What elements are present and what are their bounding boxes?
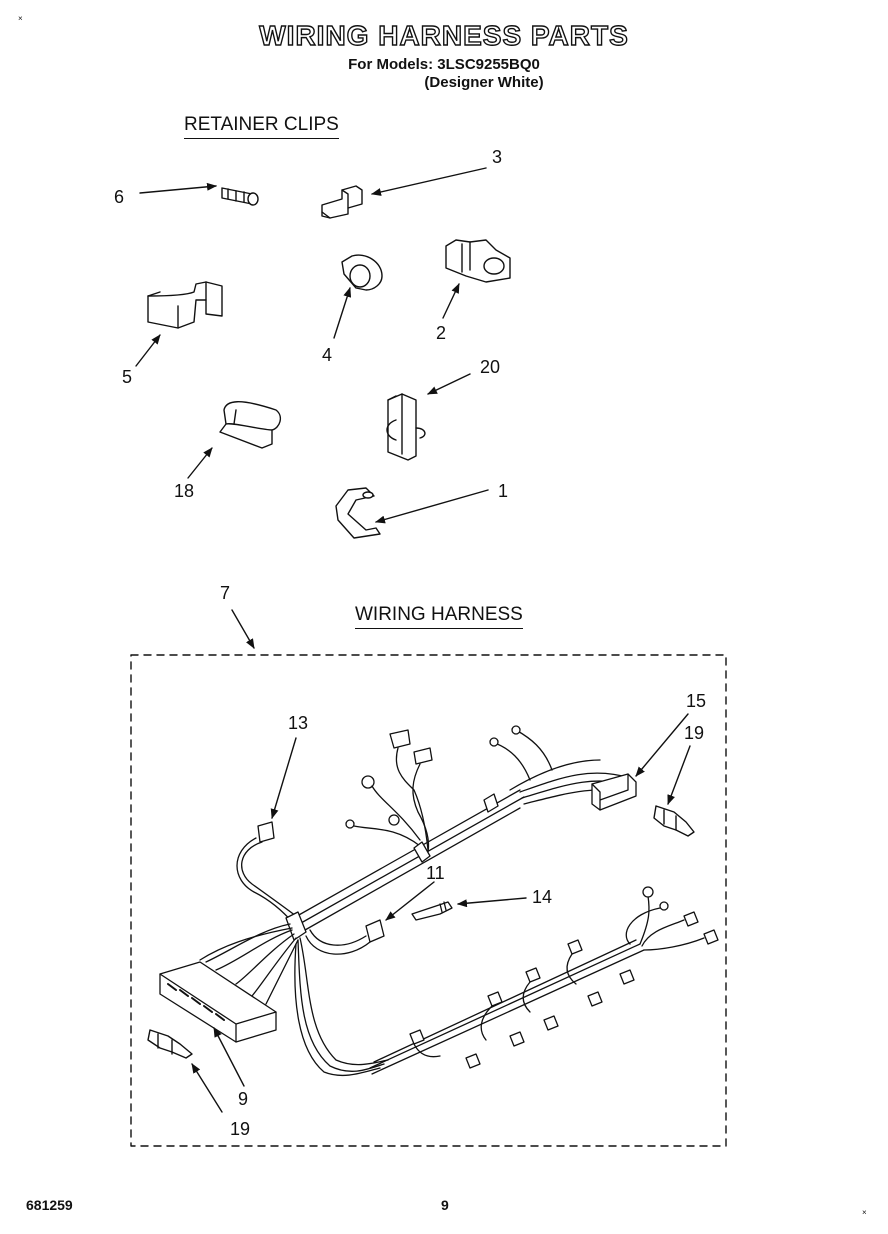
harness-box — [130, 654, 727, 1147]
page-title: WIRING HARNESS PARTS — [259, 19, 629, 51]
callout-18: 18 — [174, 481, 195, 501]
callout-3: 3 — [492, 147, 503, 167]
leader-19-lower — [191, 1063, 223, 1113]
leader-1 — [375, 489, 489, 524]
leader-14 — [457, 897, 527, 908]
color-line: (Designer White) — [424, 74, 544, 91]
part-19-terminal-lower — [147, 1029, 193, 1059]
corner-mark-top-left: × — [18, 14, 23, 23]
callout-4: 4 — [322, 345, 333, 365]
part-1-spring-clip — [335, 487, 381, 539]
page-number: 9 — [441, 1197, 449, 1213]
leader-15 — [635, 713, 689, 777]
leader-20 — [427, 373, 471, 395]
leader-18 — [187, 447, 213, 479]
leader-2 — [442, 283, 460, 319]
callout-19-upper: 19 — [684, 723, 705, 743]
callout-14: 14 — [532, 887, 553, 907]
callout-20: 20 — [480, 357, 501, 377]
part-6-push-pin — [221, 187, 259, 206]
callout-13: 13 — [288, 713, 309, 733]
callout-1: 1 — [498, 481, 509, 501]
section-title-retainer-clips: RETAINER CLIPS — [184, 114, 339, 139]
document-number: 681259 — [26, 1197, 73, 1213]
part-20-bracket-clip — [386, 393, 426, 461]
callout-15: 15 — [686, 691, 707, 711]
corner-mark-bottom-right: × — [862, 1208, 867, 1217]
leader-13 — [270, 737, 297, 819]
models-line: For Models: 3LSC9255BQ0 — [348, 56, 540, 73]
leader-6 — [139, 182, 217, 194]
leader-4 — [333, 287, 352, 339]
leader-9 — [213, 1027, 245, 1087]
callout-7: 7 — [220, 583, 231, 603]
callout-19-lower: 19 — [230, 1119, 251, 1139]
leader-7 — [231, 609, 255, 649]
leader-11 — [385, 881, 435, 921]
part-18-tube-clip — [219, 401, 282, 449]
callout-11: 11 — [426, 863, 445, 883]
callout-5: 5 — [122, 367, 133, 387]
callout-9: 9 — [238, 1089, 249, 1109]
part-7-wiring-harness — [159, 725, 719, 1076]
leader-19-upper — [667, 745, 691, 805]
section-title-wiring-harness: WIRING HARNESS — [355, 604, 523, 629]
callout-6: 6 — [114, 187, 125, 207]
part-5-saddle-clip — [147, 281, 223, 329]
part-2-locking-clip — [445, 239, 511, 283]
part-3-clip — [321, 185, 363, 219]
leader-3 — [371, 167, 487, 196]
leader-5 — [135, 334, 161, 367]
part-19-terminal-upper — [653, 805, 695, 837]
callout-2: 2 — [436, 323, 447, 343]
part-4-ring-clip — [341, 254, 383, 291]
